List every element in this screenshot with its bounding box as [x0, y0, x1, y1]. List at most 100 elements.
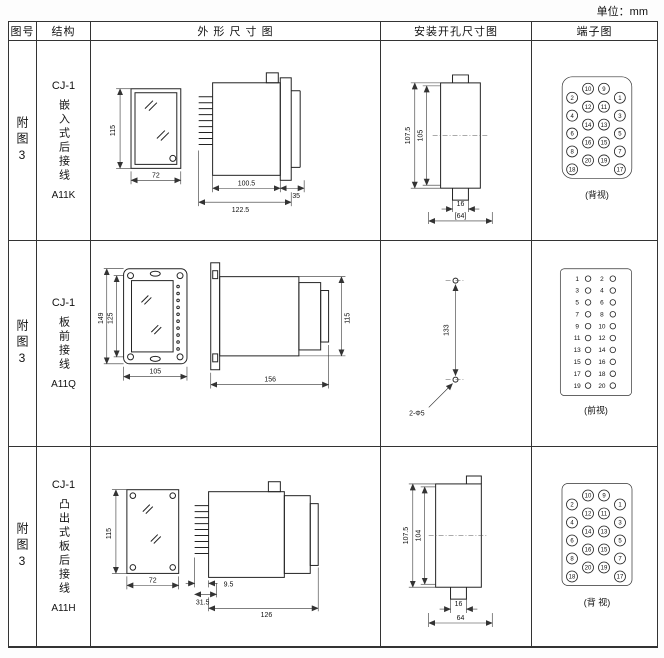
- terminal-number: 3: [618, 521, 622, 527]
- terminal-block-outline: [559, 268, 632, 396]
- outline-drawing-a11h: 115 72 9.5: [106, 481, 319, 619]
- terminal-number: 18: [569, 168, 576, 174]
- terminal-1: [614, 91, 626, 104]
- terminal-5: [614, 127, 626, 140]
- terminal-number: 10: [585, 87, 592, 93]
- terminal-number: 12: [598, 335, 606, 342]
- dim-label: 122.5: [232, 207, 250, 214]
- terminal-2: [566, 498, 578, 511]
- row2-structure-cell: CJ-1 板前接线 A11Q: [37, 241, 91, 447]
- terminal-3: [584, 287, 592, 294]
- terminal-10: [609, 322, 616, 330]
- outline-drawing-a11q: 149 125 105 1: [98, 262, 351, 389]
- row1-outline-cell: 115 72 100.5: [91, 41, 381, 241]
- terminal-15: [598, 136, 610, 149]
- terminal-12: [582, 507, 594, 520]
- terminal-number: 15: [601, 141, 608, 147]
- terminal-number: 9: [602, 87, 606, 93]
- front-view: [123, 268, 188, 365]
- side-view: [198, 72, 301, 181]
- terminal-number: 17: [617, 575, 624, 581]
- terminal-number: 6: [570, 132, 574, 138]
- dim-label: 107.5: [405, 127, 412, 145]
- terminal-number: 14: [585, 123, 592, 129]
- col-header-fig-no: 图号: [9, 22, 37, 41]
- dim-label: 126: [261, 612, 273, 619]
- terminal-number: 7: [575, 311, 579, 318]
- side-view-dimensions: 156 115: [210, 276, 351, 389]
- type-code-label: A11Q: [51, 379, 76, 390]
- dim-label: 72: [152, 172, 160, 179]
- dim-label: 156: [264, 377, 276, 384]
- terminal-16: [609, 358, 616, 365]
- terminal-number: 11: [601, 105, 608, 111]
- terminal-number: 13: [601, 123, 608, 129]
- terminal-number: 5: [618, 539, 622, 545]
- front-view: [130, 88, 182, 169]
- terminal-20: [582, 154, 594, 167]
- dim-label: 9.5: [224, 581, 234, 588]
- terminal-4: [566, 516, 578, 529]
- terminal-19: [598, 154, 610, 167]
- row1-mounting-cell: 107.5 105 16 [64]: [381, 41, 532, 241]
- dim-label: 2-Φ5: [409, 410, 425, 417]
- terminal-number: 15: [574, 359, 582, 366]
- terminal-number: 4: [570, 521, 574, 527]
- terminal-number: 5: [575, 300, 579, 307]
- terminal-19: [598, 561, 610, 574]
- dim-label: 31.5: [196, 599, 210, 606]
- row1-fig-no-cell: 附图3: [9, 41, 37, 241]
- cutout-dimensions: 107.5 105 16 [64]: [405, 82, 493, 224]
- view-caption: (前视): [584, 404, 608, 415]
- row3-fig-no-cell: 附图3: [9, 447, 37, 646]
- front-view-dimensions: 149 125 105: [98, 268, 188, 381]
- terminal-13: [584, 346, 592, 354]
- dim-label: 105: [150, 369, 162, 376]
- view-caption: (背 视): [584, 597, 611, 608]
- structure-label: 板前接线: [57, 316, 70, 372]
- terminal-5: [614, 534, 626, 547]
- terminal-number: 12: [585, 105, 592, 111]
- terminal-18: [566, 163, 578, 176]
- terminal-2: [609, 275, 616, 282]
- unit-label: 单位：mm: [596, 6, 648, 18]
- structure-label: 凸出式板后接线: [57, 498, 70, 596]
- terminal-number: 16: [585, 548, 592, 554]
- terminal-7: [614, 145, 626, 158]
- terminal-number: 1: [618, 96, 622, 102]
- terminal-block-outline: [561, 76, 633, 179]
- model-label: CJ-1: [51, 479, 76, 491]
- terminal-number: 1: [618, 503, 622, 509]
- terminal-13: [598, 118, 610, 131]
- type-code-label: A11H: [51, 603, 76, 614]
- view-caption: (背视): [585, 189, 609, 200]
- col-header-mounting: 安装开孔尺寸图: [381, 22, 532, 41]
- terminal-number: 11: [601, 512, 608, 518]
- outline-drawing-a11k: 115 72 100.5: [110, 72, 305, 214]
- terminal-block-outline: [561, 483, 633, 586]
- front-view: [126, 489, 180, 574]
- terminal-number: 16: [598, 359, 606, 366]
- front-view-dimensions: 115 72: [110, 88, 182, 185]
- terminal-number: 8: [570, 557, 574, 563]
- terminal-16: [582, 543, 594, 556]
- terminal-number: 18: [598, 371, 606, 378]
- row2-outline-cell: 149 125 105 1: [91, 241, 381, 447]
- terminal-19: [584, 382, 592, 389]
- terminal-number: 8: [570, 150, 574, 156]
- dim-label: 35: [292, 193, 300, 200]
- side-view-dimensions: 9.5 31.5 126: [185, 557, 319, 619]
- terminal-number: 2: [600, 276, 604, 283]
- terminal-17: [614, 570, 626, 583]
- terminal-number: 19: [574, 383, 582, 390]
- terminal-11: [584, 334, 592, 342]
- terminal-number: 14: [585, 530, 592, 536]
- mounting-drawing-a11k: 107.5 105 16 [64]: [405, 74, 493, 224]
- terminal-number: 15: [601, 548, 608, 554]
- model-label: CJ-1: [51, 297, 76, 309]
- terminal-number: 6: [570, 539, 574, 545]
